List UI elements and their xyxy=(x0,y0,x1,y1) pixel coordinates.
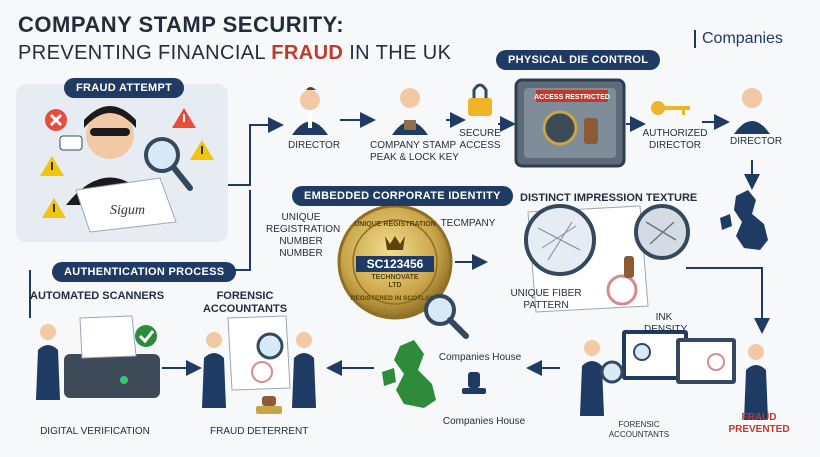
scanner-icon xyxy=(64,315,160,398)
director-label: DIRECTOR xyxy=(730,136,783,147)
companies-house-label: Companies House xyxy=(438,352,522,363)
section-forensic-accountants: FORENSIC ACCOUNTANTS xyxy=(202,290,288,315)
safe-icon: ACCESS RESTRICTED xyxy=(514,78,626,168)
person-icon xyxy=(734,88,770,134)
person-icon xyxy=(202,332,226,408)
person-icon xyxy=(744,344,768,420)
seal-bottom-text: REGISTERED IN SCOTLAND xyxy=(351,295,440,302)
seal-icon: SC123456 UNIQUE REGISTRATION REGISTERED … xyxy=(337,204,453,320)
key-icon xyxy=(651,101,690,115)
director-label: DIRECTOR xyxy=(288,140,341,151)
stamp-icon xyxy=(256,396,282,414)
seal-number-text: SC123456 xyxy=(367,257,424,271)
access-restricted-text: ACCESS RESTRICTED xyxy=(534,94,610,101)
brand-logo: Companies xyxy=(694,30,783,48)
document-texture-illustration xyxy=(524,204,690,313)
person-icon xyxy=(392,88,428,135)
fraud-deterrent-label: FRAUD DETERRENT xyxy=(210,426,309,437)
warning-icon xyxy=(42,198,66,218)
section-authentication: AUTHENTICATION PROCESS xyxy=(52,262,237,282)
padlock-icon xyxy=(468,83,492,116)
unique-registration-label: UNIQUE REGISTRATION NUMBER NUMBER xyxy=(266,212,341,259)
uk-map-icon xyxy=(720,190,768,250)
signature-text: Sigum xyxy=(110,203,145,218)
secure-access-label: SECURE ACCESS xyxy=(459,128,501,151)
magnifier-icon xyxy=(256,332,284,360)
section-impression-texture: DISTINCT IMPRESSION TEXTURE xyxy=(520,192,698,204)
warning-icon xyxy=(172,108,196,128)
uk-map-icon xyxy=(382,340,436,408)
person-icon xyxy=(292,87,328,135)
warning-icon xyxy=(40,156,64,176)
monitor-icon xyxy=(622,330,688,380)
ink-density-label: INK DENSITY xyxy=(644,312,688,335)
stamp-icon xyxy=(462,372,486,394)
section-automated-scanners: AUTOMATED SCANNERS xyxy=(30,290,165,302)
tecmpany-label: TECMPANY xyxy=(440,218,496,229)
person-icon xyxy=(580,340,604,416)
person-icon xyxy=(292,332,316,408)
section-physical-die-control: PHYSICAL DIE CONTROL xyxy=(496,50,661,70)
warning-icon xyxy=(190,140,214,160)
page-subtitle: PREVENTING FINANCIAL FRAUD IN THE UK xyxy=(18,42,452,64)
companies-house-label: Companies House xyxy=(442,416,526,427)
error-icon xyxy=(45,109,67,131)
seal-company-label: TECHNOVATE LTD xyxy=(371,274,419,289)
magnifier-icon xyxy=(600,360,624,384)
seal-top-text: UNIQUE REGISTRATION xyxy=(354,221,436,228)
monitor-icon xyxy=(676,338,736,384)
digital-verification-label: DIGITAL VERIFICATION xyxy=(40,426,150,437)
stamp-key-label: COMPANY STAMP PEAK & LOCK KEY xyxy=(370,140,459,163)
fraud-prevented-label: FRAUD PREVENTED xyxy=(728,412,790,435)
section-fraud-attempt: FRAUD ATTEMPT xyxy=(64,78,185,98)
authorized-director-label: AUTHORIZED DIRECTOR xyxy=(642,128,708,151)
magnifier-icon xyxy=(424,294,469,339)
chat-bubble-icon xyxy=(59,135,83,151)
checkmark-icon xyxy=(135,325,157,347)
fraudster-illustration: Sigum xyxy=(66,106,193,233)
page-title: COMPANY STAMP SECURITY: xyxy=(18,12,345,37)
forensic-accountants-label: FORENSIC ACCOUNTANTS xyxy=(608,420,670,439)
person-icon xyxy=(36,324,60,400)
section-embedded-identity: EMBEDDED CORPORATE IDENTITY xyxy=(292,186,513,206)
fiber-pattern-label: UNIQUE FIBER PATTERN xyxy=(510,288,582,311)
